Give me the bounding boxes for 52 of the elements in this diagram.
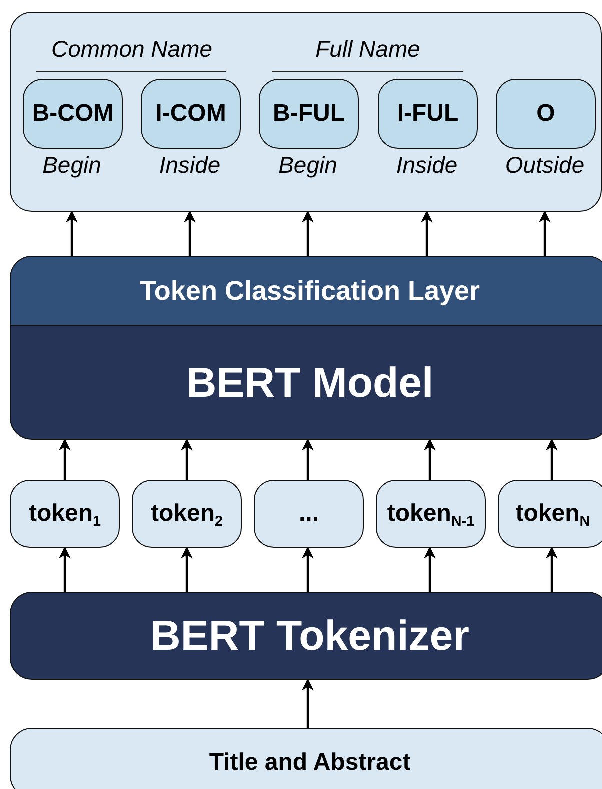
tag-box bbox=[141, 79, 241, 149]
model-box bbox=[10, 325, 602, 440]
box-label: Token Classification Layer bbox=[140, 276, 480, 306]
box-label: B-COM bbox=[32, 100, 114, 128]
box-label: B-FUL bbox=[273, 100, 345, 128]
output-panel bbox=[10, 12, 602, 212]
tokenizer-box bbox=[10, 592, 602, 680]
token-box bbox=[254, 480, 364, 548]
input-box bbox=[10, 728, 602, 789]
token-box bbox=[10, 480, 120, 548]
box-title: BERT Tokenizer bbox=[150, 612, 470, 660]
token-box bbox=[132, 480, 242, 548]
arrow bbox=[539, 210, 551, 256]
tag-box bbox=[259, 79, 359, 149]
arrow bbox=[181, 546, 193, 592]
arrow bbox=[302, 546, 314, 592]
box-label: O bbox=[536, 100, 556, 128]
group-heading: Full Name bbox=[314, 36, 422, 63]
tag-box bbox=[496, 79, 596, 149]
box-label: I-FUL bbox=[397, 100, 459, 128]
box-label: ... bbox=[298, 500, 319, 528]
tag-description: Outside bbox=[504, 152, 586, 179]
arrow bbox=[181, 438, 193, 480]
tag-description: Inside bbox=[158, 152, 222, 179]
tag-description: Inside bbox=[395, 152, 459, 179]
arrow bbox=[546, 546, 558, 592]
arrow bbox=[59, 546, 71, 592]
tag-box bbox=[378, 79, 478, 149]
arrow bbox=[302, 678, 314, 728]
layer-box bbox=[10, 256, 602, 326]
token-box bbox=[498, 480, 602, 548]
tag-description: Begin bbox=[42, 152, 102, 179]
arrow bbox=[424, 546, 436, 592]
box-label: token$_{N-1}$ bbox=[387, 500, 475, 528]
arrow bbox=[546, 438, 558, 480]
box-label: token$_{N}$ bbox=[516, 500, 590, 528]
arrow bbox=[424, 438, 436, 480]
arrow bbox=[66, 210, 78, 256]
tag-box bbox=[23, 79, 123, 149]
box-title: BERT Model bbox=[186, 358, 434, 406]
group-heading: Common Name bbox=[50, 36, 214, 63]
arrow bbox=[421, 210, 433, 256]
arrow bbox=[59, 438, 71, 480]
tag-description: Begin bbox=[278, 152, 338, 179]
box-label: Title and Abstract bbox=[209, 749, 411, 777]
box-label: token$_{1}$ bbox=[28, 500, 102, 528]
box-label: I-COM bbox=[156, 100, 226, 128]
arrow bbox=[302, 210, 314, 256]
token-box bbox=[376, 480, 486, 548]
arrow bbox=[184, 210, 196, 256]
arrow bbox=[302, 438, 314, 480]
box-label: token$_{2}$ bbox=[150, 500, 224, 528]
